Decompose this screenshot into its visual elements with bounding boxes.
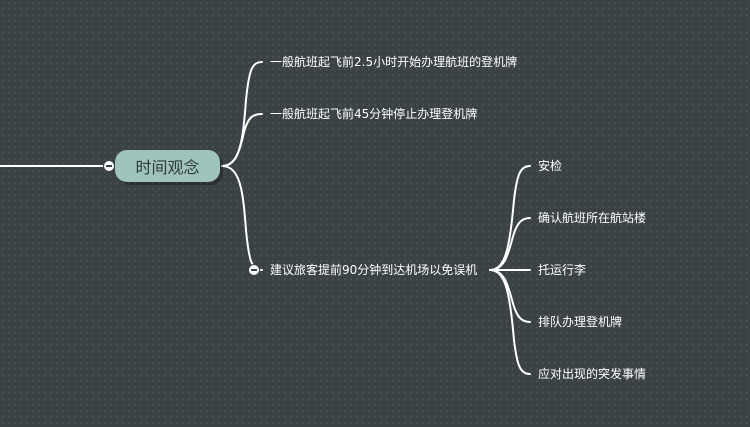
topic-checkin-start[interactable]: 一般航班起飞前2.5小时开始办理航班的登机牌	[270, 55, 518, 69]
subtopic-check-luggage[interactable]: 托运行李	[538, 263, 587, 277]
connector-branch-3	[221, 165, 263, 271]
central-topic-label: 时间观念	[135, 158, 200, 177]
connector-sub-1	[489, 165, 531, 271]
connector-sub-4	[489, 269, 531, 323]
topic-checkin-stop[interactable]: 一般航班起飞前45分钟停止办理登机牌	[270, 107, 478, 121]
subtopic-confirm-terminal[interactable]: 确认航班所在航站楼	[538, 211, 647, 225]
topic-arrive-early[interactable]: 建议旅客提前90分钟到达机场以免误机	[270, 263, 478, 277]
subtopic-queue-boarding-pass[interactable]: 排队办理登机牌	[538, 315, 623, 329]
connector-sub-5	[489, 269, 531, 375]
connector-branch-2	[221, 113, 263, 167]
central-topic[interactable]: 时间观念	[115, 150, 220, 182]
connector-sub-2	[489, 217, 531, 271]
subtopic-security[interactable]: 安检	[538, 159, 563, 173]
subtopic-handle-emergencies[interactable]: 应对出现的突发事情	[538, 367, 647, 381]
collapse-toggle-branch[interactable]	[248, 264, 260, 276]
collapse-toggle-left[interactable]	[103, 160, 115, 172]
